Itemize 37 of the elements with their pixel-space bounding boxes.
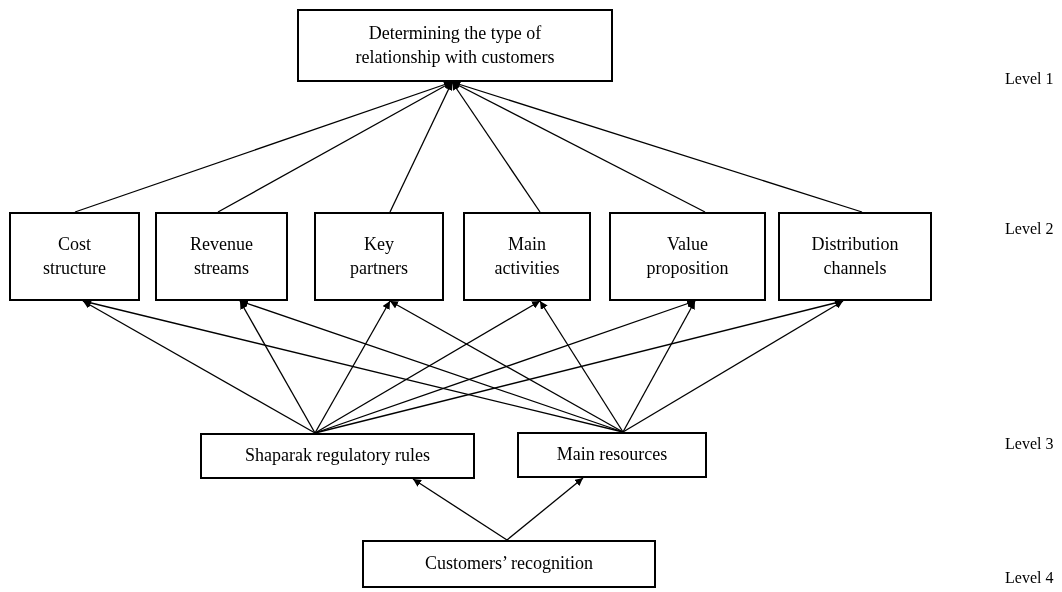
arrow — [314, 300, 541, 434]
box-text: Key partners — [349, 233, 409, 280]
process-box — [609, 212, 766, 301]
box-text: Main resources — [556, 443, 668, 467]
arrow — [239, 300, 316, 434]
process-box — [517, 432, 707, 478]
box-text: Determining the type of relationship with customers — [354, 22, 556, 69]
arrow — [622, 300, 696, 433]
box-text: Revenue streams — [189, 233, 254, 280]
arrow — [389, 81, 453, 213]
arrow — [82, 300, 316, 434]
process-box — [9, 212, 140, 301]
box-text: Distribution channels — [810, 233, 900, 280]
arrow — [389, 300, 624, 433]
process-box — [200, 433, 475, 479]
box-text: Customers’ recognition — [424, 552, 594, 576]
process-box — [155, 212, 288, 301]
process-box — [362, 540, 656, 588]
process-box — [297, 9, 613, 82]
arrow — [314, 300, 391, 434]
arrow — [506, 477, 584, 541]
process-box — [778, 212, 932, 301]
box-text: Value proposition — [645, 233, 730, 280]
box-text: Main activities — [493, 233, 561, 280]
arrow — [412, 478, 508, 541]
box-text: Cost structure — [42, 233, 107, 280]
arrow — [539, 300, 624, 433]
level-label: Level 3 — [1005, 435, 1054, 453]
level-label: Level 1 — [1005, 70, 1054, 88]
process-box — [463, 212, 591, 301]
level-label: Level 2 — [1005, 220, 1054, 238]
arrow — [451, 81, 541, 213]
arrow — [217, 81, 453, 213]
level-label: Level 4 — [1005, 569, 1054, 587]
process-box — [314, 212, 444, 301]
arrow — [622, 300, 844, 433]
box-text: Shaparak regulatory rules — [245, 444, 430, 468]
